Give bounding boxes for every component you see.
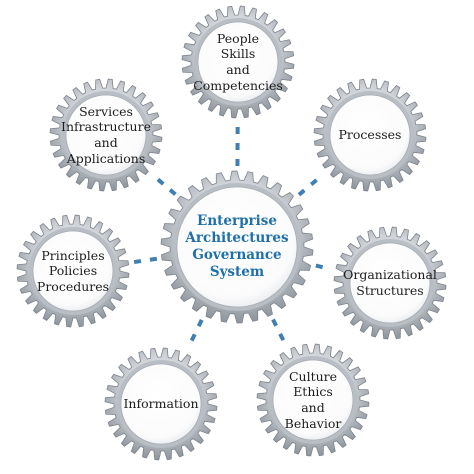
- gear-processes: [313, 78, 427, 192]
- gear-people-face: [197, 21, 279, 103]
- gear-information-face: [120, 363, 202, 445]
- connector-services-dash-1: [156, 177, 165, 186]
- connector-principles-dash-1: [133, 259, 142, 265]
- connector-culture-dash-1: [278, 332, 286, 342]
- gear-culture: [256, 343, 370, 457]
- connector-information-dash-0: [196, 319, 204, 328]
- connector-information-dash-1: [189, 333, 197, 342]
- gear-processes-face: [329, 94, 411, 176]
- connector-processes-dash-0: [297, 188, 306, 197]
- gear-information: [104, 347, 218, 461]
- center-gear-face: [176, 186, 298, 308]
- connector-processes-dash-1: [309, 178, 318, 187]
- gear-organizational: [333, 226, 447, 340]
- gear-people: [181, 5, 295, 119]
- connector-organizational-dash-0: [315, 263, 324, 270]
- gear-services: [49, 78, 163, 192]
- connector-principles-dash-0: [149, 256, 158, 262]
- gear-principles: [16, 214, 130, 328]
- gear-organizational-face: [349, 242, 431, 324]
- gear-principles-face: [32, 230, 114, 312]
- connector-culture-dash-0: [271, 318, 278, 327]
- center-gear: [160, 170, 314, 324]
- gear-services-face: [65, 94, 147, 176]
- connector-services-dash-0: [168, 188, 177, 196]
- gear-culture-face: [272, 359, 354, 441]
